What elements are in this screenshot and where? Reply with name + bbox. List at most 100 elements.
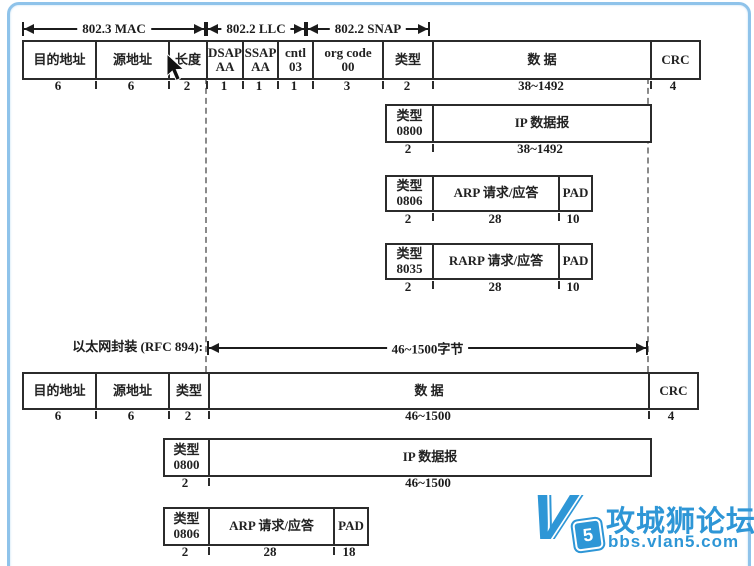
field-size-label: 38~1492	[518, 78, 564, 93]
field-type: 类型	[170, 374, 210, 419]
field-label: 数 据	[527, 51, 557, 67]
field-size-label: 2	[403, 78, 411, 93]
field-size-label: 46~1500	[405, 408, 451, 423]
field-label: 类型	[396, 178, 423, 194]
field-size-label: 2	[181, 475, 189, 490]
field-data: 数 据	[210, 374, 650, 419]
field-arp-request-reply: ARP 请求/应答	[210, 509, 335, 555]
field-label: CRC	[659, 382, 688, 398]
field-size-label: 4	[669, 78, 677, 93]
field-src-address: 源地址	[97, 374, 170, 419]
field-size-label: 6	[54, 408, 62, 423]
arrow-endbar	[206, 22, 208, 36]
span-arrow-46-1500: 46~1500字节	[207, 338, 648, 358]
watermark-title: 攻城狮论坛	[606, 506, 754, 538]
vlan5-watermark: V 5 攻城狮论坛 bbs.vlan5.com	[522, 481, 754, 566]
span-arrow-label: 802.2 LLC	[221, 21, 291, 37]
dashed-guide-left	[205, 78, 207, 372]
field-label: 类型	[396, 246, 423, 262]
field-label: 类型	[173, 511, 200, 527]
arrow-endbar	[207, 341, 209, 355]
field-size-label: 2	[404, 279, 412, 294]
field-pad: PAD	[560, 245, 591, 278]
field-size-label: 46~1500	[405, 475, 451, 490]
field-size-label: 28	[488, 279, 502, 294]
field-size-label: 4	[667, 408, 675, 423]
field-data: 数 据	[434, 42, 652, 89]
v5-logo-icon: V	[526, 481, 577, 553]
field-size-label: 28	[263, 544, 277, 559]
field-size-label: 2	[184, 408, 192, 423]
field-label: PAD	[562, 185, 589, 201]
field-size-label: 2	[404, 211, 412, 226]
field-arp-request-reply: ARP 请求/应答	[434, 177, 560, 221]
field-label: 长度	[174, 51, 201, 67]
field-size-label: 2	[181, 544, 189, 559]
field-label: ARP 请求/应答	[229, 518, 314, 534]
arrowhead-left-icon	[24, 24, 34, 34]
arrowhead-right-icon	[194, 24, 204, 34]
field-value: 8035	[396, 260, 423, 276]
arrow-endbar	[204, 22, 206, 36]
field-size-label: 6	[127, 408, 135, 423]
field-value: 0800	[173, 456, 200, 472]
field-size-label: 6	[127, 78, 135, 93]
field-size-label: 10	[566, 279, 580, 294]
field-label: 类型	[175, 382, 202, 398]
span-arrow-8023-mac: 802.3 MAC	[22, 21, 206, 37]
arrowhead-left-icon	[308, 24, 318, 34]
arrow-endbar	[428, 22, 430, 36]
field-pad: PAD	[335, 509, 367, 544]
field-value: AA	[251, 59, 270, 74]
field-label: PAD	[562, 253, 589, 269]
field-size-label: 2	[404, 141, 412, 156]
field-dest-address: 目的地址	[24, 42, 97, 89]
span-arrow-8022-llc: 802.2 LLC	[206, 21, 306, 37]
field-label: IP 数据报	[402, 449, 458, 465]
field-label: cntl	[285, 44, 306, 60]
field-ip-datagram: IP 数据报	[434, 106, 650, 141]
field-label: 类型	[396, 108, 423, 124]
field-crc: CRC	[650, 374, 697, 408]
arrowhead-left-icon	[209, 343, 219, 353]
ethernet-frame-row: 目的地址 源地址 类型 数 据 CRC	[22, 372, 699, 419]
field-dest-address: 目的地址	[24, 374, 97, 419]
field-size-label: 28	[488, 211, 502, 226]
arrow-endbar	[646, 341, 648, 355]
field-length: 长度	[170, 42, 208, 89]
field-value: 0806	[173, 525, 200, 541]
span-arrow-label: 802.3 MAC	[77, 21, 151, 37]
field-size-label: 6	[54, 78, 62, 93]
field-label: 目的地址	[33, 382, 86, 398]
field-label: SSAP	[244, 44, 277, 60]
field-label: RARP 请求/应答	[448, 253, 544, 269]
field-size-label: 1	[220, 78, 228, 93]
field-src-address: 源地址	[97, 42, 170, 89]
field-label: ARP 请求/应答	[453, 185, 539, 201]
field-label: 数 据	[414, 382, 444, 398]
field-label: 类型	[394, 51, 421, 67]
image-border-frame	[7, 2, 751, 566]
span-arrow-label: 802.2 SNAP	[329, 21, 407, 37]
field-value: 00	[341, 59, 355, 74]
field-value: 0800	[396, 122, 423, 138]
field-ip-datagram: IP 数据报	[210, 440, 650, 475]
field-size-label: 38~1492	[517, 141, 563, 156]
field-value: 03	[289, 59, 302, 74]
dashed-guide-right	[647, 78, 649, 372]
field-rarp-request-reply: RARP 请求/应答	[434, 245, 560, 289]
field-crc: CRC	[652, 42, 699, 78]
field-size-label: 1	[290, 78, 298, 93]
field-label: CRC	[661, 51, 690, 67]
field-label: 类型	[173, 442, 200, 458]
field-pad: PAD	[560, 177, 591, 210]
